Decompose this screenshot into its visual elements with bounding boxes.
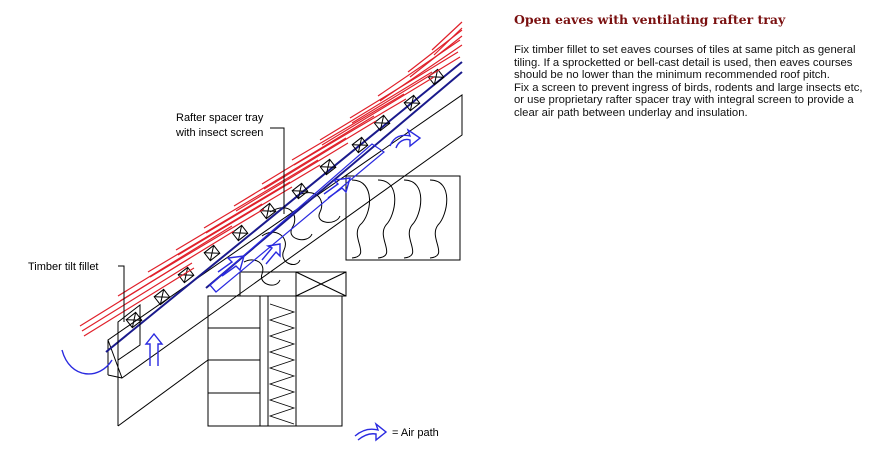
tilt-fillet-label: Timber tilt fillet xyxy=(28,261,99,273)
diagram-title: Open eaves with ventilating rafter tray xyxy=(514,12,786,27)
air-path-arrow xyxy=(323,177,351,199)
tile xyxy=(319,71,435,146)
batten xyxy=(351,136,369,154)
tile xyxy=(175,181,293,256)
loft-insulation xyxy=(243,175,461,286)
batten xyxy=(153,288,171,306)
wall-plate xyxy=(239,271,347,297)
roof-tiles xyxy=(79,21,463,337)
batten xyxy=(319,158,337,176)
legend: = Air path xyxy=(354,421,439,442)
air-path-arrow xyxy=(261,243,281,265)
tile xyxy=(261,115,377,190)
rafter-spacer-tray xyxy=(209,143,386,293)
tilt-fillet xyxy=(117,303,141,361)
air-path-arrow xyxy=(61,349,113,375)
batten xyxy=(403,94,421,112)
rafter-tray-label-line2: with insect screen xyxy=(175,127,263,139)
legend-label: = Air path xyxy=(392,427,439,439)
air-path-legend-icon xyxy=(354,421,388,442)
battens xyxy=(125,68,445,329)
tile xyxy=(147,203,265,278)
batten xyxy=(125,311,143,329)
description-paragraph: Fix a screen to prevent ingress of birds… xyxy=(514,81,863,119)
batten xyxy=(231,224,249,242)
air-path-arrow xyxy=(217,255,245,277)
masonry-wall xyxy=(207,295,343,427)
batten xyxy=(259,202,277,220)
tile xyxy=(233,137,349,212)
air-path-arrow xyxy=(144,332,164,366)
description-block: Fix timber fillet to set eaves courses o… xyxy=(514,44,866,120)
tile xyxy=(431,21,463,56)
batten xyxy=(291,182,309,200)
air-path-arrows xyxy=(61,128,422,375)
tile xyxy=(291,93,407,166)
leader-lines xyxy=(118,127,285,322)
air-path-arrow xyxy=(389,128,422,149)
rafter xyxy=(107,94,463,427)
description-paragraph: Fix timber fillet to set eaves courses o… xyxy=(514,44,856,82)
tile xyxy=(117,225,235,302)
batten xyxy=(203,244,221,262)
batten xyxy=(177,266,195,284)
batten xyxy=(373,114,391,132)
rafter-tray-label-line1: Rafter spacer tray xyxy=(176,112,264,124)
tile xyxy=(203,159,321,234)
tile xyxy=(377,39,463,102)
